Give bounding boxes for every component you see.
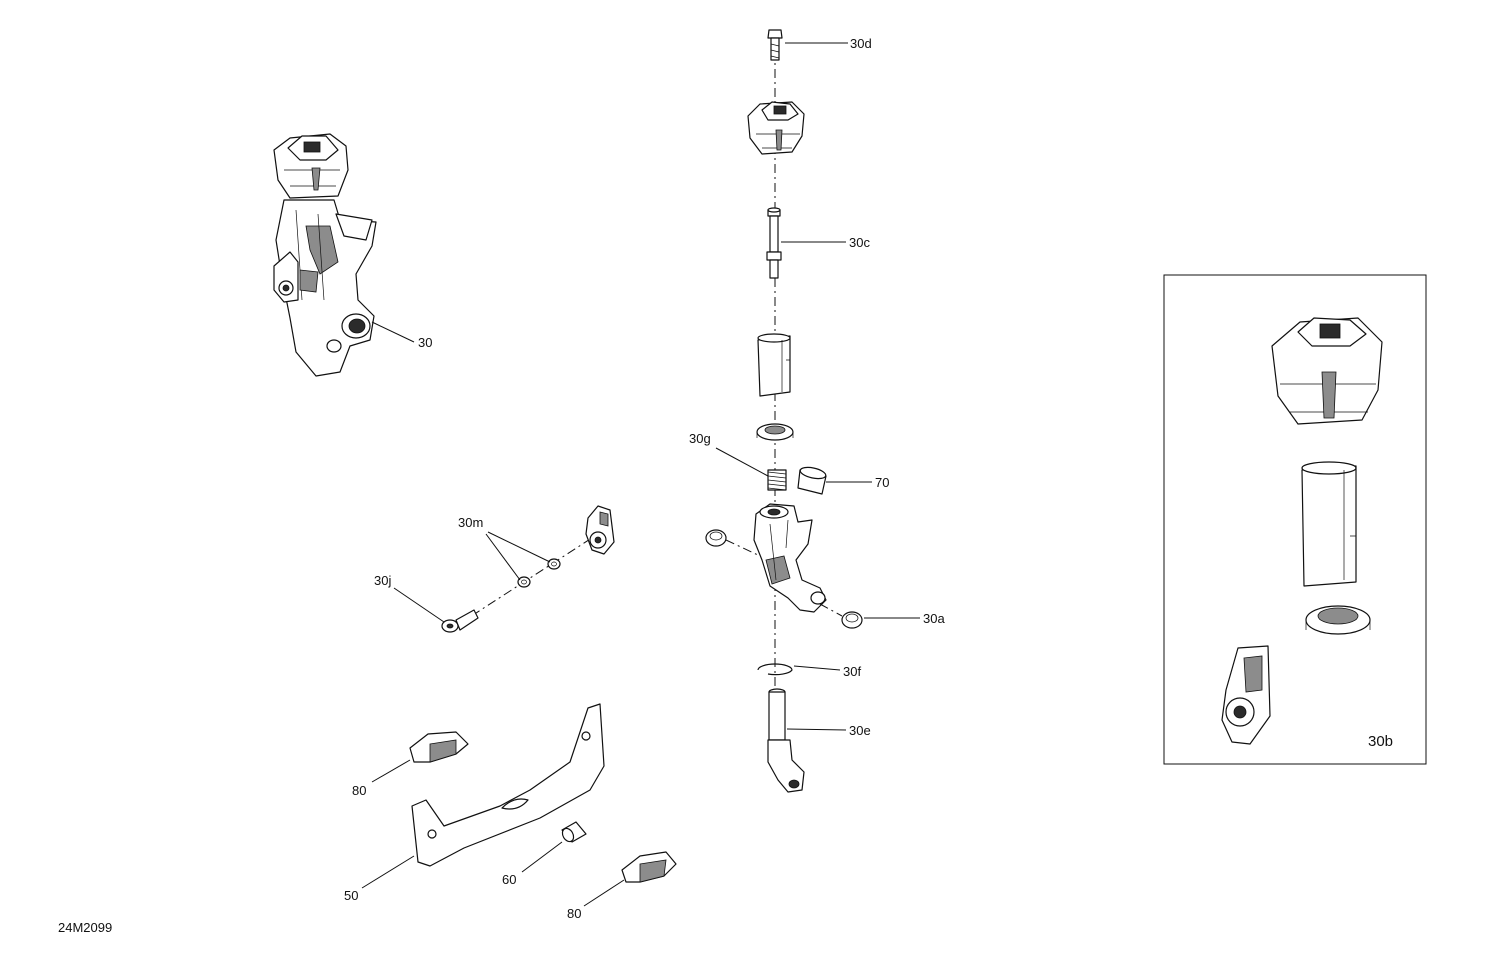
callout-30e: 30e bbox=[849, 723, 871, 738]
sleeve-illustration bbox=[757, 333, 791, 397]
pin-60-illustration bbox=[561, 821, 587, 843]
inset-sleeve-illustration bbox=[1301, 461, 1357, 587]
inset-knob-illustration bbox=[1271, 317, 1383, 425]
washer-30m-inner-illustration bbox=[547, 558, 561, 570]
callout-80-lower: 80 bbox=[567, 906, 581, 921]
callout-60: 60 bbox=[502, 872, 516, 887]
screw-30d-illustration bbox=[767, 29, 783, 61]
callout-30a: 30a bbox=[923, 611, 945, 626]
plate-50-illustration bbox=[411, 703, 605, 867]
bushing-30a-illustration bbox=[841, 611, 863, 629]
washer-30m-outer-illustration bbox=[517, 576, 531, 588]
inset-detail-frame bbox=[1163, 274, 1427, 765]
callout-30c: 30c bbox=[849, 235, 870, 250]
assembled-lever-illustration bbox=[273, 133, 377, 377]
spring-30g-illustration bbox=[767, 469, 787, 491]
callout-50: 50 bbox=[344, 888, 358, 903]
bushing-70-illustration bbox=[797, 466, 827, 495]
latch-illustration bbox=[585, 505, 615, 555]
knob-illustration bbox=[747, 101, 805, 155]
leader-lines bbox=[361, 42, 920, 907]
inset-latch-illustration bbox=[1221, 645, 1271, 745]
inset-label-30b: 30b bbox=[1368, 733, 1393, 750]
clip-ring-30f-illustration bbox=[757, 663, 793, 676]
pad-80-upper-illustration bbox=[409, 731, 469, 763]
shaft-30e-illustration bbox=[767, 688, 805, 793]
inset-bushing-ring-illustration bbox=[1305, 605, 1371, 635]
callout-70: 70 bbox=[875, 475, 889, 490]
screw-30j-illustration bbox=[441, 609, 479, 633]
shaft-30c-illustration bbox=[766, 207, 782, 279]
pad-80-lower-illustration bbox=[621, 851, 677, 883]
callout-30m: 30m bbox=[458, 515, 483, 530]
callout-30: 30 bbox=[418, 335, 432, 350]
bushing-ring-illustration bbox=[756, 423, 794, 441]
callout-80-upper: 80 bbox=[352, 783, 366, 798]
callout-30d: 30d bbox=[850, 36, 872, 51]
callout-30f: 30f bbox=[843, 664, 861, 679]
drawing-number: 24M2099 bbox=[58, 920, 112, 935]
lever-body-illustration bbox=[753, 503, 827, 613]
callout-30j: 30j bbox=[374, 573, 391, 588]
callout-30g: 30g bbox=[689, 431, 711, 446]
small-bushing-left-illustration bbox=[705, 529, 727, 547]
